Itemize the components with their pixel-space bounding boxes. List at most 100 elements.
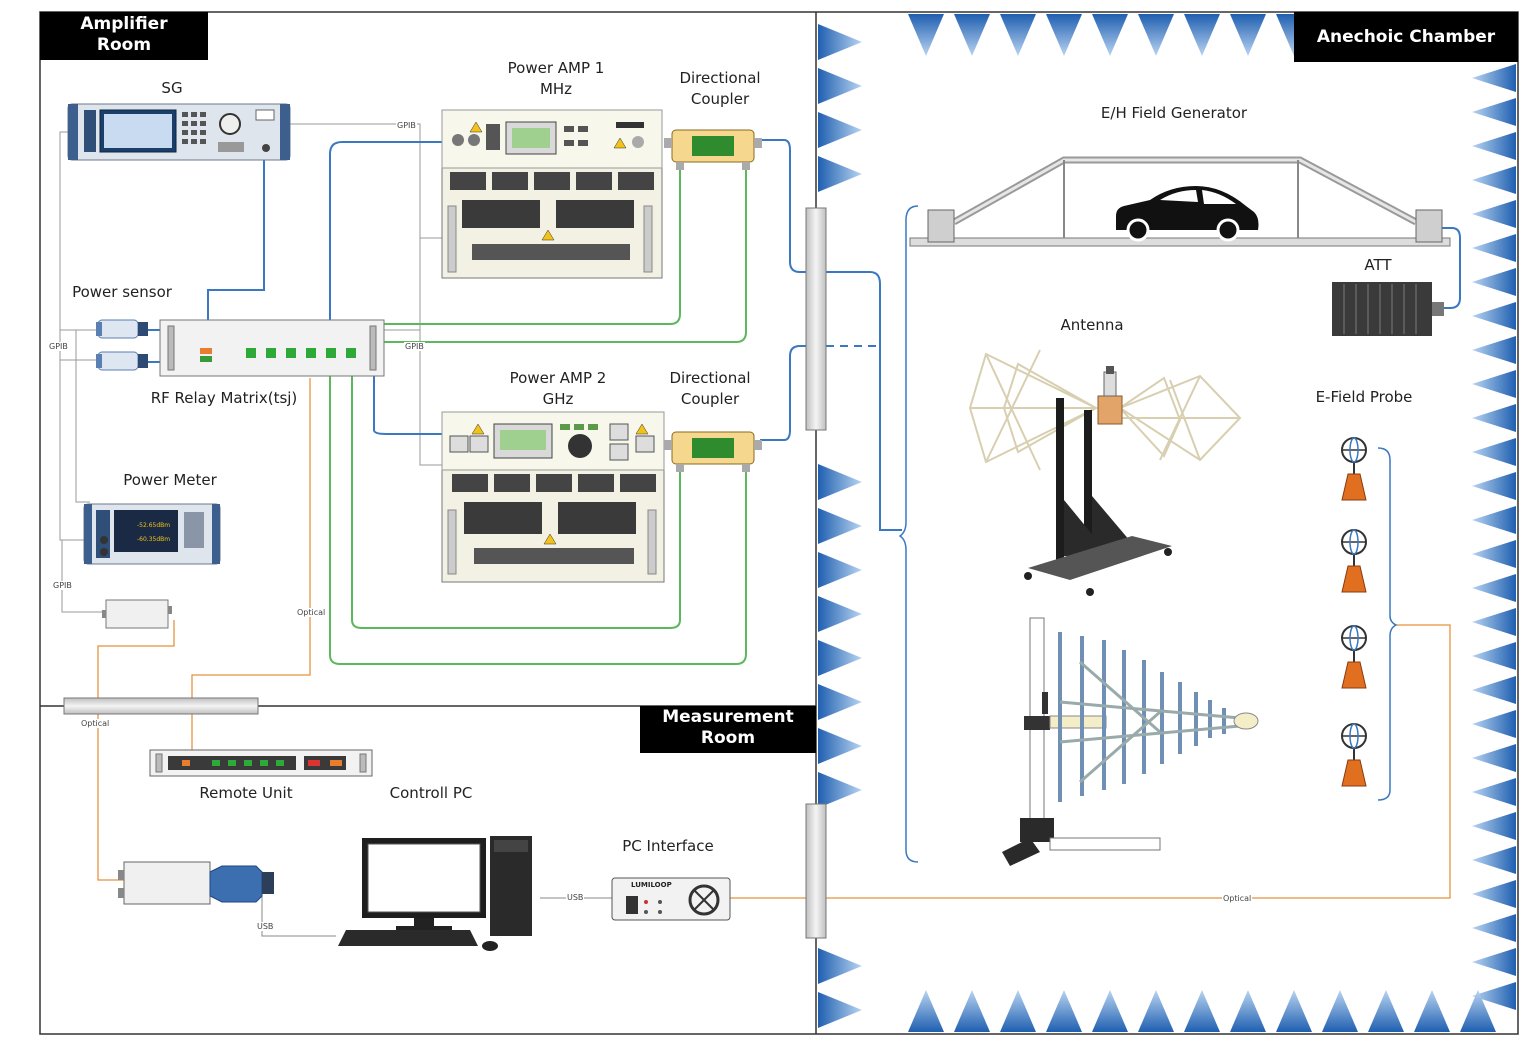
probe-bracket xyxy=(1377,447,1398,801)
signal-generator-device xyxy=(67,103,291,161)
rf-sg-matrix xyxy=(207,160,265,320)
power-meter-device xyxy=(83,503,221,565)
absorber-cone xyxy=(1184,990,1220,1032)
optical-mid-label: Optical xyxy=(296,608,327,617)
absorber-cone xyxy=(1472,302,1516,330)
absorber-cone xyxy=(1000,14,1036,56)
optical-chamber-label: Optical xyxy=(1222,894,1253,903)
sg-label: SG xyxy=(161,79,183,97)
pc-interface-device xyxy=(611,877,731,921)
usb-pc-label: USB xyxy=(566,893,585,902)
directional-coupler-2-label: Directional Coupler xyxy=(669,369,751,408)
absorber-cone xyxy=(818,112,862,148)
absorber-cone xyxy=(1472,710,1516,738)
pc-interface-brand: LUMILOOP xyxy=(631,881,672,889)
absorber-cone xyxy=(1472,948,1516,976)
absorber-cone xyxy=(818,728,862,764)
absorber-cone xyxy=(1472,540,1516,568)
absorber-cone xyxy=(1414,990,1450,1032)
optical-meter-unit xyxy=(97,620,175,881)
absorber-cone xyxy=(908,990,944,1032)
e-field-probe-label: E-Field Probe xyxy=(1315,388,1413,406)
absorber-floor xyxy=(908,990,1496,1032)
absorber-cone xyxy=(1472,268,1516,296)
power-meter-label: Power Meter xyxy=(123,471,217,489)
pc-interface-label: PC Interface xyxy=(622,837,714,855)
absorber-cone xyxy=(1472,778,1516,806)
absorber-cone xyxy=(1472,744,1516,772)
e-field-probe xyxy=(1341,437,1367,501)
power-amp-1-label: Power AMP 1 MHz xyxy=(507,59,605,98)
rf-coupler2-matrix-a xyxy=(351,376,681,629)
log-periodic-antenna-device xyxy=(1002,617,1259,866)
absorber-cone xyxy=(1230,14,1266,56)
remote-unit-device xyxy=(149,749,373,777)
absorber-cone xyxy=(1046,990,1082,1032)
rf-matrix-amp1 xyxy=(329,141,442,320)
absorber-ceiling xyxy=(908,14,1312,56)
absorber-right-wall xyxy=(1472,64,1516,1010)
absorber-cone xyxy=(1472,574,1516,602)
rf-amp2-feedthrough xyxy=(760,345,812,441)
absorber-cone xyxy=(954,14,990,56)
absorber-cone xyxy=(818,68,862,104)
rf-matrix-amp2 xyxy=(373,376,442,435)
directional-coupler-2-device xyxy=(664,431,762,472)
power-amp-1-device xyxy=(441,109,663,279)
absorber-cone xyxy=(1472,982,1516,1010)
absorber-cone xyxy=(1472,608,1516,636)
absorber-cone xyxy=(1472,438,1516,466)
anechoic-chamber-label: Anechoic Chamber xyxy=(1294,12,1518,62)
absorber-cone xyxy=(818,992,862,1028)
absorber-cone xyxy=(1472,336,1516,364)
absorber-cone xyxy=(1472,914,1516,942)
rf-amp1-feedthrough xyxy=(760,139,902,531)
absorber-cone xyxy=(1460,990,1496,1032)
absorber-cone xyxy=(954,990,990,1032)
outer-frame xyxy=(39,11,1519,1035)
absorber-cone xyxy=(1472,370,1516,398)
absorber-cone xyxy=(1472,846,1516,874)
absorber-cone xyxy=(1472,64,1516,92)
measurement-room-label: Measurement Room xyxy=(640,706,816,753)
power-amp-2-label: Power AMP 2 GHz xyxy=(509,369,607,408)
absorber-cone xyxy=(1184,14,1220,56)
absorber-cone xyxy=(1472,132,1516,160)
e-field-probe-devices xyxy=(1341,437,1367,787)
absorber-cone xyxy=(1276,990,1312,1032)
optical-converter-device xyxy=(102,599,172,629)
absorber-cone xyxy=(1368,990,1404,1032)
absorber-cone xyxy=(1472,404,1516,432)
optical-probe-interface xyxy=(730,624,1451,899)
amplifier-room-label: Amplifier Room xyxy=(40,12,208,60)
absorber-cone xyxy=(818,156,862,192)
gpib-matrix-label: GPIB xyxy=(404,342,425,351)
gpib-sg-label: GPIB xyxy=(396,121,417,130)
power-sensor-devices xyxy=(96,319,162,371)
attenuator-device xyxy=(1332,282,1444,336)
absorber-cone xyxy=(818,772,862,808)
eh-field-generator-device xyxy=(909,156,1451,247)
biconical-antenna-device xyxy=(968,349,1242,596)
absorber-cone xyxy=(1472,200,1516,228)
control-pc-device xyxy=(338,836,532,951)
optical-feedthrough-label: Optical xyxy=(80,719,111,728)
eh-field-generator-label: E/H Field Generator xyxy=(1100,104,1248,122)
car-icon xyxy=(1116,186,1259,242)
rf-relay-matrix-device xyxy=(159,319,385,377)
power-meter-reading-2: -60.35dBm xyxy=(137,536,171,543)
antenna-bracket xyxy=(898,205,919,863)
e-field-probe xyxy=(1341,625,1367,689)
rf-green-cables xyxy=(329,166,747,665)
absorber-cone xyxy=(818,24,862,60)
absorber-cone xyxy=(1138,14,1174,56)
directional-coupler-1-label: Directional Coupler xyxy=(679,69,761,108)
power-meter-reading-1: -52.65dBm xyxy=(137,522,171,529)
absorber-cone xyxy=(1230,990,1266,1032)
antenna-label: Antenna xyxy=(1060,316,1124,334)
e-field-probe xyxy=(1341,723,1367,787)
absorber-cone xyxy=(818,552,862,588)
usb-remote-label: USB xyxy=(256,922,275,931)
